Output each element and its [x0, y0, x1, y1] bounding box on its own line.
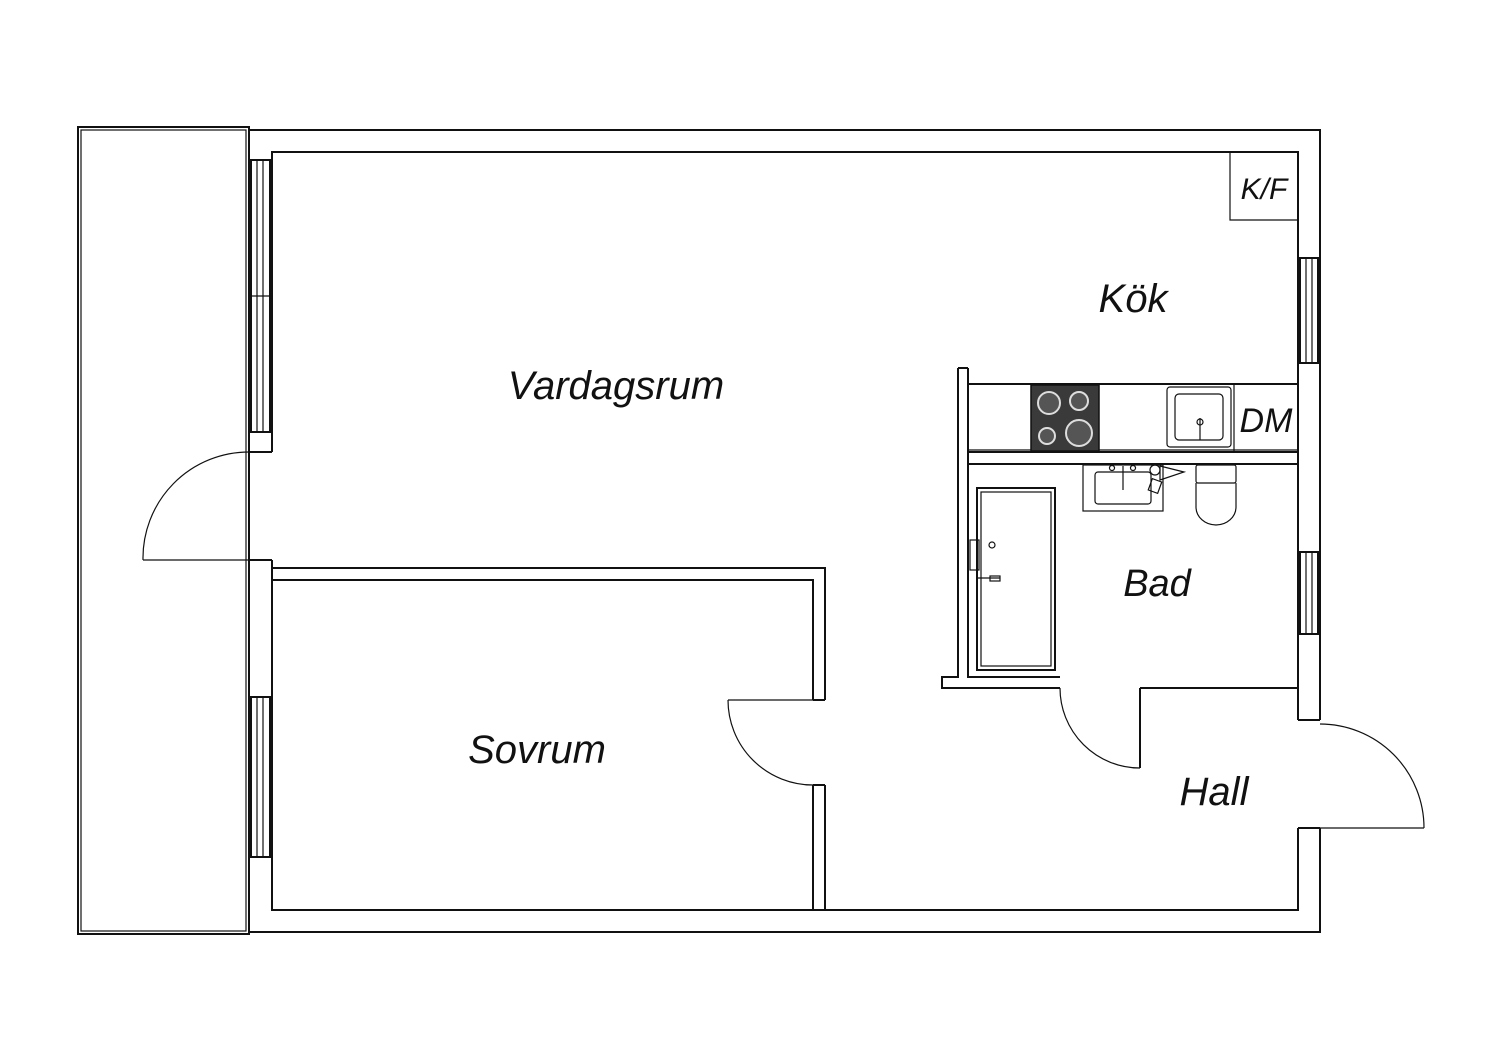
- windows: [250, 159, 1319, 858]
- bedroom-door: [727, 699, 814, 786]
- balcony-door: [142, 451, 250, 561]
- balcony: [77, 126, 250, 935]
- kitchen-counter: [967, 383, 1299, 453]
- bedroom-walls: [272, 567, 826, 910]
- bathroom-walls: [941, 367, 1298, 768]
- window-kitchen: [1299, 257, 1319, 364]
- room-label-hall: Hall: [1180, 770, 1250, 814]
- fixture-label-fridge-freezer: K/F: [1241, 173, 1289, 206]
- stove-icon: [1030, 384, 1100, 452]
- fridge-freezer-box: [1229, 152, 1298, 221]
- outer-walls: [248, 129, 1321, 933]
- fixture-label-dishwasher: DM: [1240, 402, 1294, 440]
- bathtub-icon: [969, 487, 1056, 671]
- labels: Vardagsrum Kök Sovrum Bad Hall K/F DM: [468, 173, 1293, 814]
- bathroom-sink-icon: [1082, 464, 1187, 512]
- window-bathroom: [1299, 551, 1319, 635]
- room-label-vardagsrum: Vardagsrum: [508, 364, 724, 408]
- entrance-door: [1319, 723, 1425, 829]
- room-label-bad: Bad: [1123, 563, 1192, 605]
- toilet-icon: [1195, 464, 1237, 526]
- kitchen-sink-icon: [1166, 386, 1232, 448]
- room-label-sovrum: Sovrum: [468, 728, 606, 772]
- window-left-upper: [250, 159, 271, 433]
- window-left-lower: [250, 696, 271, 858]
- bathroom-door: [1059, 687, 1141, 769]
- room-label-kok: Kök: [1099, 277, 1170, 321]
